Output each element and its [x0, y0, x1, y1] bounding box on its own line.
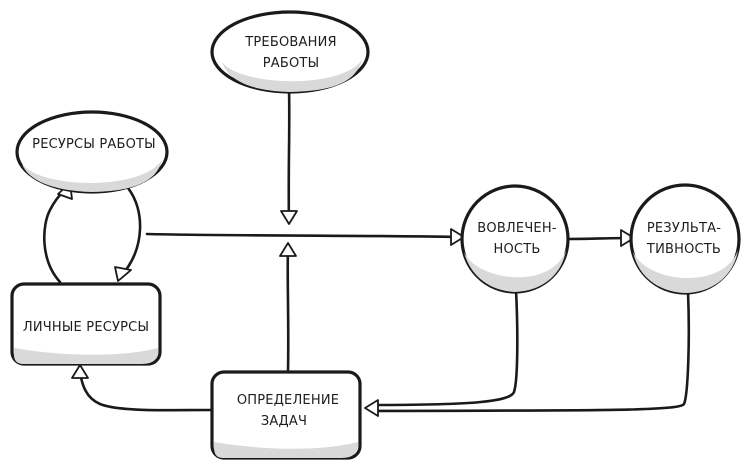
arrowhead-performance	[620, 229, 635, 247]
arrowhead-personal-from-crafting	[71, 364, 89, 379]
job-resources-label: РЕСУРСЫ РАБОТЫ	[32, 137, 156, 152]
arrowhead-crafting-junction	[279, 242, 297, 257]
edge-demands-to-junction	[287, 86, 291, 224]
job-crafting-label-line2: ЗАДАЧ	[261, 414, 307, 429]
arrowhead-engagement	[450, 228, 465, 246]
engagement-label-line2: НОСТЬ	[494, 242, 541, 257]
edge-engagement-to-crafting	[370, 288, 519, 407]
job-crafting-label-line1: ОПРЕДЕЛЕНИЕ	[237, 393, 339, 408]
node-personal-resources: ЛИЧНЫЕ РЕСУРСЫ	[10, 282, 162, 366]
edge-performance-to-crafting	[370, 290, 691, 413]
arrowhead-crafting	[364, 399, 379, 417]
edge-personal-to-job-resources	[43, 186, 68, 284]
edge-job-to-personal-resources	[120, 186, 142, 277]
performance-label-line2: ТИВНОСТЬ	[646, 242, 721, 257]
node-job-resources: РЕСУРСЫ РАБОТЫ	[15, 110, 169, 194]
edge-crafting-to-junction	[286, 246, 290, 374]
edge-engagement-to-performance	[564, 236, 630, 241]
job-demands-label-line2: РАБОТЫ	[263, 56, 320, 71]
performance-label-line1: РЕЗУЛЬТА-	[647, 221, 721, 236]
edge-crafting-to-personal-resources	[78, 370, 214, 412]
engagement-label-line1: ВОВЛЕЧЕН-	[477, 221, 557, 236]
node-job-demands: ТРЕБОВАНИЯ РАБОТЫ	[210, 10, 370, 94]
node-job-crafting: ОПРЕДЕЛЕНИЕ ЗАДАЧ	[210, 370, 362, 460]
node-engagement: ВОВЛЕЧЕН- НОСТЬ	[460, 184, 570, 294]
edge-resources-to-engagement	[145, 232, 460, 239]
job-demands-label-line1: ТРЕБОВАНИЯ	[244, 35, 337, 50]
arrowhead-personal-resources	[114, 266, 132, 282]
arrowhead-demands-junction	[280, 210, 298, 225]
personal-resources-label: ЛИЧНЫЕ РЕСУРСЫ	[23, 320, 149, 335]
node-performance: РЕЗУЛЬТА- ТИВНОСТЬ	[629, 183, 741, 295]
